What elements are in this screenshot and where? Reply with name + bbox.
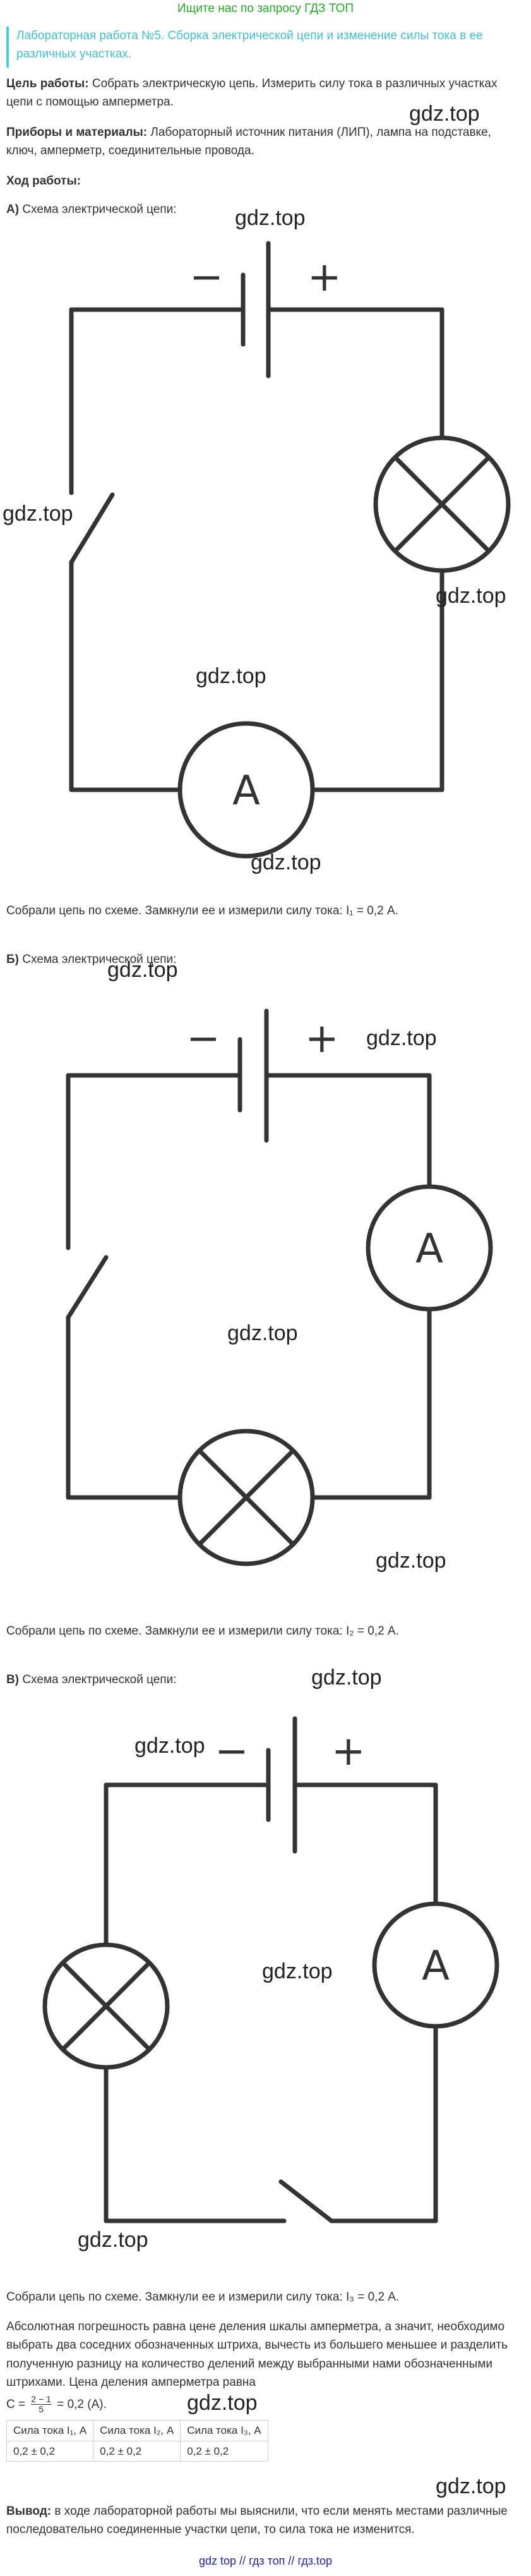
watermark: gdz.top (409, 102, 480, 126)
watermark: gdz.top (436, 584, 506, 608)
footer-link[interactable]: гдз.top (297, 2555, 332, 2567)
equipment-text: Лабораторный источник питания (ЛИП), лам… (6, 126, 491, 158)
watermark: gdz.top (227, 1321, 298, 1345)
footer-link[interactable]: gdz top (198, 2555, 237, 2567)
scheme-a-caption: А) Схема электрической цепи: (6, 203, 177, 216)
ammeter-icon: A (177, 721, 315, 859)
switch-icon (278, 2179, 334, 2223)
procedure-heading: Ход работы: (6, 174, 81, 188)
scheme-c-letter: В) (6, 1673, 20, 1686)
svg-text:A: A (422, 1943, 450, 1990)
scheme-b-letter: Б) (6, 953, 19, 966)
table-header-cell: Сила тока I₂, А (93, 2420, 181, 2441)
goal-paragraph: Цель работы: Собрать электрическую цепь.… (6, 75, 524, 112)
watermark: gdz.top (436, 2474, 506, 2498)
plus-sign: + (305, 1015, 339, 1062)
scheme-c-result: Собрали цепь по схеме. Замкнули ее и изм… (6, 2290, 400, 2304)
watermark: gdz.top (262, 1959, 333, 1983)
circuit-diagram-b: − + A (66, 1008, 493, 1566)
minus-sign: − (186, 1015, 220, 1062)
conclusion-label: Вывод: (6, 2505, 52, 2518)
circuit-diagram-a: − + A (69, 241, 511, 859)
plus-sign: + (331, 1728, 366, 1775)
watermark: gdz.top (376, 1549, 446, 1573)
equipment-paragraph: Приборы и материалы: Лабораторный источн… (6, 123, 524, 160)
watermark: gdz.top (251, 850, 321, 874)
switch-icon (66, 1255, 109, 1320)
svg-text:A: A (232, 768, 260, 814)
table-cell: 0,2 ± 0,2 (180, 2440, 268, 2462)
switch-icon (69, 492, 115, 565)
error-paragraph: Абсолютная погрешность равна цене делени… (6, 2320, 508, 2390)
promo-banner[interactable]: Ищите нас по запросу ГДЗ ТОП (177, 2, 354, 15)
scheme-b-caption: Б) Схема электрической цепи: (6, 953, 177, 966)
goal-label: Цель работы: (6, 77, 89, 90)
lamp-icon (373, 435, 511, 573)
watermark: gdz.top (235, 206, 306, 230)
footer-links: gdz top // гдз топ // гдз.top (198, 2555, 332, 2567)
plus-sign: + (307, 254, 342, 301)
watermark: gdz.top (78, 2228, 148, 2252)
table-header-cell: Сила тока I₃, А (180, 2420, 268, 2441)
scheme-b-result: Собрали цепь по схеме. Замкнули ее и изм… (6, 1624, 399, 1638)
title-notice: Лабораторная работа №5. Сборка электриче… (6, 27, 522, 68)
scheme-a-letter: А) (6, 203, 20, 216)
watermark: gdz.top (3, 502, 73, 526)
footer-link[interactable]: гдз топ (249, 2555, 285, 2567)
table-row: 0,2 ± 0,2 0,2 ± 0,2 0,2 ± 0,2 (6, 2440, 268, 2462)
conclusion-text: в ходе лабораторной работы мы выяснили, … (6, 2505, 508, 2537)
watermark: gdz.top (134, 1734, 205, 1758)
table-cell: 0,2 ± 0,2 (93, 2440, 181, 2462)
conclusion-paragraph: Вывод: в ходе лабораторной работы мы выя… (6, 2502, 524, 2539)
lamp-icon (42, 1942, 170, 2070)
table-header-cell: Сила тока I₁, А (6, 2420, 94, 2441)
ammeter-icon: A (366, 1184, 493, 1312)
svg-text:A: A (415, 1226, 443, 1273)
watermark: gdz.top (107, 958, 178, 982)
table-cell: 0,2 ± 0,2 (6, 2440, 94, 2462)
scheme-a-result: Собрали цепь по схеме. Замкнули ее и изм… (6, 904, 398, 917)
lamp-icon (177, 1429, 315, 1566)
equipment-label: Приборы и материалы: (6, 126, 148, 139)
watermark: gdz.top (187, 2391, 258, 2415)
minus-sign: − (189, 254, 224, 301)
circuit-diagram-c: − + A (42, 1716, 499, 2223)
watermark: gdz.top (196, 664, 266, 688)
goal-text: Собрать электрическую цепь. Измерить сил… (6, 77, 498, 109)
minus-sign: − (215, 1728, 249, 1775)
scheme-c-caption: В) Схема электрической цепи: (6, 1673, 177, 1686)
watermark: gdz.top (311, 1666, 382, 1690)
ammeter-icon: A (372, 1901, 499, 2029)
table-header-row: Сила тока I₁, А Сила тока I₂, А Сила ток… (6, 2420, 268, 2441)
watermark: gdz.top (366, 1026, 437, 1050)
results-table: Сила тока I₁, А Сила тока I₂, А Сила ток… (6, 2420, 268, 2462)
